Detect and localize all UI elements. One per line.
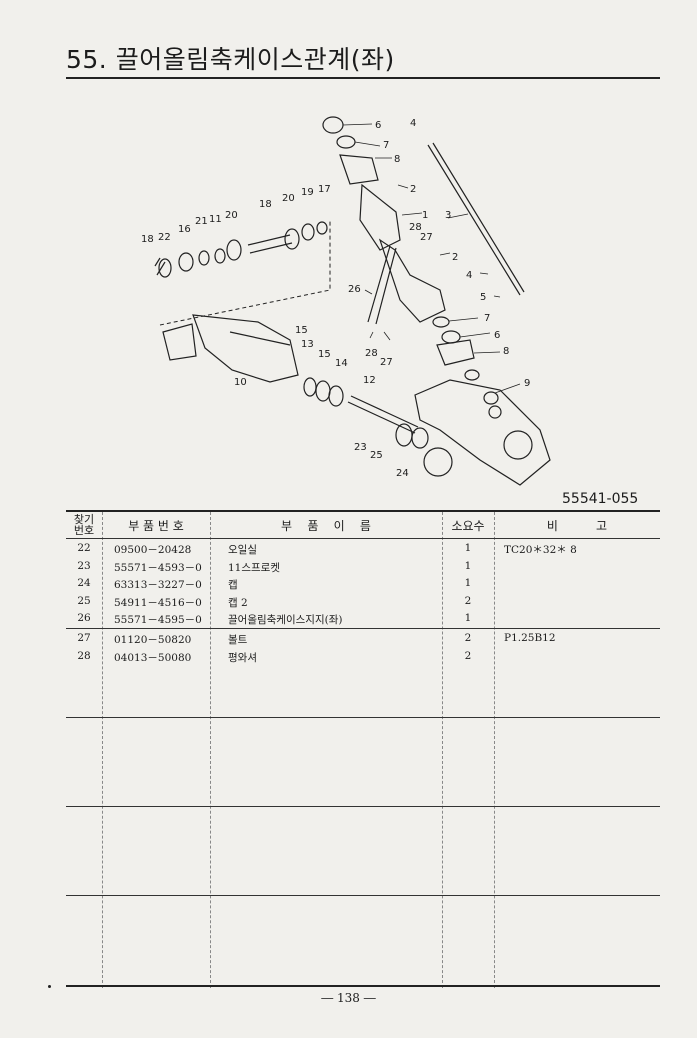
- header-no: 찾기 번호: [73, 513, 95, 537]
- header-rule: [66, 538, 660, 539]
- callout-label: 22: [158, 232, 171, 243]
- callout-label: 27: [380, 357, 393, 368]
- callout-label: 28: [409, 222, 422, 233]
- callout-label: 20: [282, 193, 295, 204]
- callout-label: 4: [410, 118, 416, 129]
- group-rule: [66, 806, 660, 807]
- callout-label: 7: [484, 313, 490, 324]
- callout-label: 18: [259, 199, 272, 210]
- callout-label: 25: [370, 450, 383, 461]
- callout-label: 9: [524, 378, 530, 389]
- callout-label: 28: [365, 348, 378, 359]
- group-rule: [66, 895, 660, 896]
- callout-label: 2: [410, 184, 416, 195]
- callout-label: 1: [422, 210, 428, 221]
- group-rule: [66, 717, 660, 718]
- callout-label: 8: [394, 154, 400, 165]
- callout-label: 26: [348, 284, 361, 295]
- callout-label: 16: [178, 224, 191, 235]
- callout-label: 27: [420, 232, 433, 243]
- header-remark: 비 고: [546, 518, 608, 533]
- callout-label: 15: [318, 349, 331, 360]
- callout-label: 18: [141, 234, 154, 245]
- header-name: 부 품 이 름: [281, 518, 371, 533]
- callout-label: 5: [480, 292, 486, 303]
- exploded-parts-diagram: 6 7 8 4 2 1 3 28 27 2 4 5 7 6 8 9 26 28 …: [141, 116, 551, 486]
- callout-label: 14: [335, 358, 348, 369]
- callout-label: 17: [318, 184, 331, 195]
- callout-labels: 6 7 8 4 2 1 3 28 27 2 4 5 7 6 8 9 26 28 …: [141, 118, 530, 479]
- page-number: ― 138 ―: [321, 991, 376, 1005]
- callout-label: 6: [494, 330, 500, 341]
- callout-label: 6: [375, 120, 381, 131]
- callout-label: 2: [452, 252, 458, 263]
- callout-label: 13: [301, 339, 314, 350]
- callout-label: 8: [503, 346, 509, 357]
- callout-label: 3: [445, 210, 451, 221]
- callout-label: 7: [383, 140, 389, 151]
- figure-code: 55541-055: [562, 491, 639, 507]
- callout-label: 19: [301, 187, 314, 198]
- callout-label: 12: [363, 375, 376, 386]
- callout-label: 11: [209, 214, 222, 225]
- header-qty: 소요수: [451, 518, 485, 533]
- table-bottom-rule: [66, 985, 660, 987]
- callout-label: 15: [295, 325, 308, 336]
- callout-label: 21: [195, 216, 208, 227]
- title-rule: [66, 77, 660, 79]
- callout-label: 24: [396, 468, 409, 479]
- header-part-no: 부 품 번 호: [128, 518, 184, 533]
- scan-dot: [48, 985, 51, 988]
- callout-label: 23: [354, 442, 367, 453]
- group-rule: [66, 628, 660, 629]
- callout-label: 10: [234, 377, 247, 388]
- callout-label: 20: [225, 210, 238, 221]
- table-top-rule: [66, 510, 660, 512]
- page-title: 55. 끌어올림축케이스관계(좌): [66, 45, 395, 74]
- callout-label: 4: [466, 270, 472, 281]
